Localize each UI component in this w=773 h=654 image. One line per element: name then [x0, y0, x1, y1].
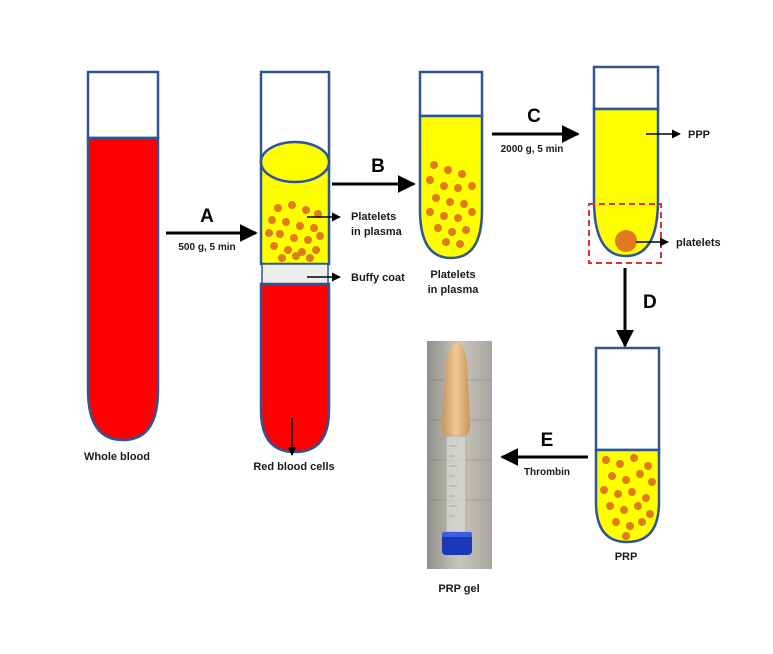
platelet-dot — [460, 200, 468, 208]
step-c-label: C — [527, 106, 541, 127]
tube-ppp — [588, 65, 662, 264]
platelet-dot — [430, 161, 438, 169]
platelet-dot — [448, 228, 456, 236]
platelet-dot — [628, 488, 636, 496]
platelet-dot — [456, 240, 464, 248]
platelet-dot — [442, 238, 450, 246]
platelet-dot — [454, 184, 462, 192]
platelet-dot — [434, 224, 442, 232]
platelet-dot — [426, 176, 434, 184]
tube3-label-1: Platelets — [430, 269, 475, 281]
platelet-dot — [306, 254, 314, 262]
platelet-dots-tube2 — [265, 201, 324, 262]
platelet-dot — [314, 210, 322, 218]
platelet-dot — [644, 462, 652, 470]
platelet-dot — [432, 194, 440, 202]
tube-platelets-in-plasma — [418, 70, 484, 260]
prp-label: PRP — [615, 551, 638, 563]
platelet-dots-tube5 — [600, 454, 656, 540]
step-a-label: A — [200, 206, 214, 227]
platelet-pellet — [615, 230, 637, 252]
platelet-dot — [296, 222, 304, 230]
prp-gel-label: PRP gel — [438, 583, 479, 595]
platelet-dot — [634, 502, 642, 510]
platelet-dot — [312, 246, 320, 254]
platelet-dot — [600, 486, 608, 494]
platelets-in-plasma-label-2: in plasma — [351, 226, 403, 238]
tube-whole-blood — [86, 70, 160, 442]
platelet-dot — [636, 470, 644, 478]
platelet-dot — [622, 532, 630, 540]
plasma-top-ellipse — [259, 140, 331, 184]
platelet-dot — [454, 214, 462, 222]
platelet-dot — [608, 472, 616, 480]
tube-cap — [442, 532, 472, 555]
red-blood-cells-label: Red blood cells — [253, 461, 334, 473]
platelet-dot — [270, 242, 278, 250]
platelet-dot — [642, 494, 650, 502]
platelets-label: platelets — [676, 237, 721, 249]
step-a-condition: 500 g, 5 min — [178, 242, 235, 253]
platelet-dot — [310, 224, 318, 232]
whole-blood-label: Whole blood — [84, 451, 150, 463]
gel-clot — [441, 343, 471, 436]
platelet-dot — [274, 204, 282, 212]
platelet-dot — [304, 236, 312, 244]
platelet-dot — [446, 198, 454, 206]
tube3-label-2: in plasma — [428, 284, 480, 296]
tube-prp — [594, 346, 661, 544]
step-d-label: D — [643, 292, 657, 313]
platelet-dot — [602, 456, 610, 464]
platelet-dot — [458, 170, 466, 178]
platelet-dot — [616, 460, 624, 468]
buffy-coat-layer — [261, 263, 329, 285]
platelet-dot — [440, 182, 448, 190]
platelet-dot — [468, 208, 476, 216]
platelet-dot — [626, 522, 634, 530]
platelet-dot — [440, 212, 448, 220]
platelet-dot — [614, 490, 622, 498]
platelet-dot — [292, 252, 300, 260]
platelet-dot — [648, 478, 656, 486]
step-b-label: B — [371, 156, 385, 177]
platelet-dot — [284, 246, 292, 254]
red-cell-layer — [259, 282, 331, 454]
platelet-dot — [606, 502, 614, 510]
platelet-dot — [276, 230, 284, 238]
platelet-dot — [290, 234, 298, 242]
step-e-label: E — [541, 430, 554, 451]
platelet-dot — [282, 218, 290, 226]
ppp-label: PPP — [688, 129, 710, 141]
platelet-dot — [298, 248, 306, 256]
platelet-dot — [646, 510, 654, 518]
tube-separated — [259, 70, 331, 454]
platelet-dot — [265, 229, 273, 237]
platelet-dot — [638, 518, 646, 526]
platelet-dot — [302, 206, 310, 214]
prp-gel-photo — [427, 341, 492, 569]
platelet-dot — [462, 226, 470, 234]
platelet-dot — [630, 454, 638, 462]
platelet-dot — [278, 254, 286, 262]
pellet-highlight-box — [588, 203, 662, 264]
buffy-coat-label: Buffy coat — [351, 272, 405, 284]
step-c-condition: 2000 g, 5 min — [501, 144, 564, 155]
platelet-dot — [444, 166, 452, 174]
platelet-dots-tube3 — [426, 161, 476, 248]
platelet-dot — [288, 201, 296, 209]
platelet-dot — [622, 476, 630, 484]
platelet-dot — [612, 518, 620, 526]
platelet-dot — [620, 506, 628, 514]
step-e-agent: Thrombin — [524, 467, 570, 478]
platelets-in-plasma-label-1: Platelets — [351, 211, 396, 223]
platelet-dot — [468, 182, 476, 190]
platelet-dot — [316, 232, 324, 240]
platelet-dot — [268, 216, 276, 224]
platelet-dot — [426, 208, 434, 216]
